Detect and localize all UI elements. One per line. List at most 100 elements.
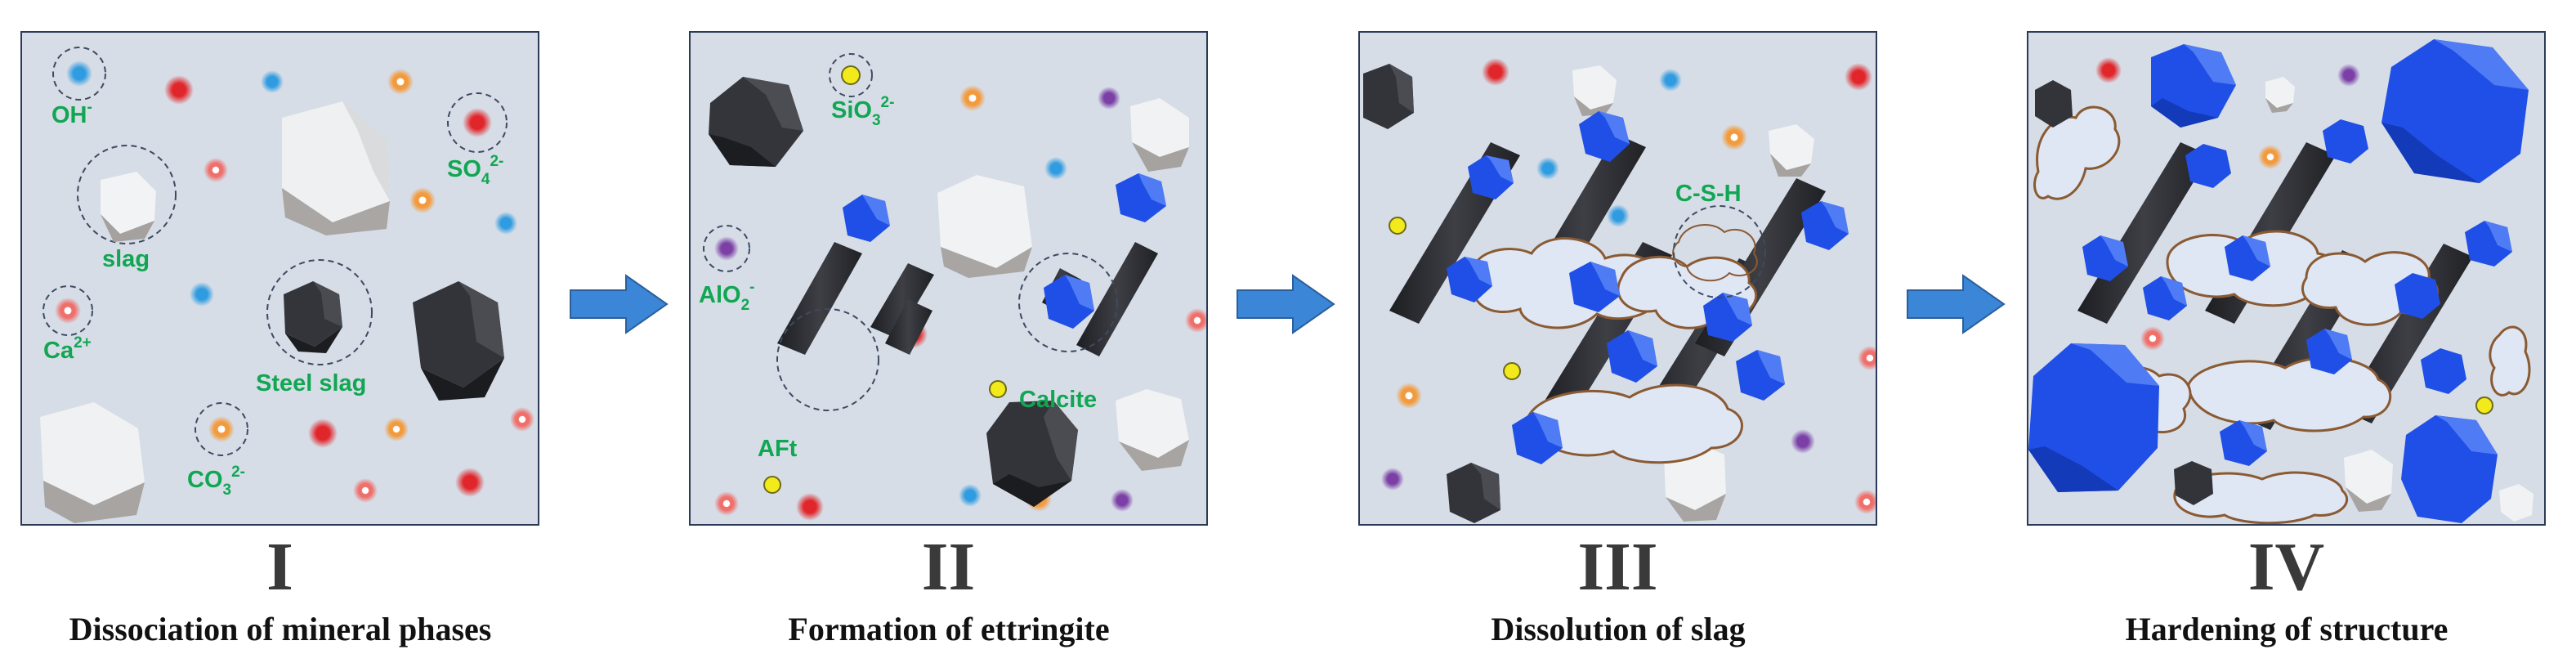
ion-purple [1791, 429, 1815, 454]
stage-2-scene: SiO32- AlO2- AFt Calcite [699, 53, 1206, 521]
crystal-icon [1044, 275, 1094, 329]
ion-pink [353, 478, 378, 503]
crystal-icon [1116, 173, 1166, 222]
ion-orange [409, 187, 436, 213]
stage-1-caption: Dissociation of mineral phases [69, 611, 492, 647]
steel-slag-crystal [2174, 461, 2213, 505]
ion-purple [1111, 489, 1134, 512]
ion-yellow [1389, 217, 1407, 235]
steel-slag-crystal [709, 77, 803, 167]
panel-stage-3: C-S-H [1358, 31, 1877, 526]
label-alo2: AlO2- [699, 279, 754, 314]
gel-cloud-icon [1672, 224, 1758, 282]
slag-crystal [282, 101, 390, 235]
ion-blue [1536, 157, 1559, 180]
stage-1-numeral: I [266, 529, 293, 605]
label-csh: C-S-H [1675, 181, 1742, 207]
label-so4: SO42- [447, 153, 503, 188]
ion-orange [2258, 145, 2283, 169]
ion-sio3 [841, 65, 861, 85]
ion-pink [1185, 308, 1206, 333]
ion-orange [384, 417, 409, 441]
crystal-icon [2082, 235, 2128, 281]
steel-slag-crystal [1447, 463, 1500, 523]
steel-slag-crystal [986, 401, 1078, 507]
ion-so4 [463, 108, 492, 137]
crystal-icon [2306, 329, 2352, 374]
slag-crystal [2499, 484, 2534, 522]
stage-3-numeral: III [1577, 529, 1658, 605]
crystal-icon [2028, 343, 2159, 492]
ion-yellow [1503, 362, 1521, 380]
ion-pink [714, 491, 739, 516]
crystal-icon [2323, 119, 2368, 164]
stage-3-scene: C-S-H [1363, 58, 1876, 523]
ion-blue [1044, 157, 1067, 180]
panel-stage-2: SiO32- AlO2- AFt Calcite [689, 31, 1208, 526]
ion-purple [2337, 64, 2360, 87]
slag-crystal [2265, 77, 2295, 113]
crystal-icon [2151, 44, 2236, 128]
gel-cloud-icon [2033, 105, 2531, 524]
ion-yellow [763, 476, 781, 494]
ion-red [308, 419, 338, 448]
slag-crystal [101, 172, 156, 242]
ion-oh [66, 60, 92, 87]
ion-yellow [989, 380, 1007, 398]
crystal-icon [2220, 420, 2267, 466]
ion-orange [1396, 383, 1422, 409]
ion-blue [1659, 69, 1682, 92]
stage-1-scene: OH- SO42- slag Ca2+ Steel slag CO32- [40, 47, 534, 523]
slag-crystal [1572, 65, 1617, 116]
crystal-icon [1607, 330, 1657, 383]
ion-orange [1721, 124, 1747, 150]
crystal-icon [843, 195, 890, 242]
panel-stage-4 [2027, 31, 2546, 526]
label-oh: OH- [51, 99, 92, 128]
slag-crystal [2344, 450, 2393, 512]
ion-orange [387, 69, 414, 95]
label-steel-slag: Steel slag [256, 370, 366, 396]
crystal-icon [2381, 39, 2529, 183]
arrow-right-icon [1237, 274, 1335, 334]
ion-pink [2140, 326, 2165, 351]
crystal-icon [1579, 111, 1630, 162]
arrow-right-icon [1907, 274, 2006, 334]
crystal-icon [1512, 412, 1563, 464]
aft-rod [885, 299, 932, 355]
crystal-icon [1703, 293, 1752, 342]
stage-2-numeral: II [921, 529, 976, 605]
ion-alo2 [714, 236, 739, 261]
crystal-icon [2421, 348, 2466, 394]
stage-4-caption: Hardening of structure [2125, 611, 2449, 647]
steel-slag-crystal [413, 281, 504, 401]
crystal-icon [1569, 262, 1620, 312]
ion-blue [494, 212, 517, 235]
slag-crystal [40, 402, 145, 523]
panel-stage-1: OH- SO42- slag Ca2+ Steel slag CO32- [20, 31, 539, 526]
crystal-icon [2143, 276, 2187, 320]
ion-yellow [2475, 396, 2493, 414]
slag-crystal [1116, 389, 1189, 471]
ion-red [796, 493, 824, 521]
crystal-icon [2185, 144, 2231, 188]
ion-red [164, 75, 194, 105]
ion-purple [1098, 87, 1120, 110]
label-ca: Ca2+ [43, 334, 92, 364]
ion-blue [261, 70, 284, 93]
stage-4-numeral: IV [2247, 529, 2325, 605]
ion-ca [55, 298, 81, 324]
label-aft: AFt [758, 436, 798, 462]
slag-crystal [937, 175, 1032, 278]
aft-rod [777, 242, 862, 355]
aft-rod [870, 263, 934, 338]
ion-red [1845, 63, 1872, 91]
slag-crystal [1769, 124, 1814, 177]
crystal-icon [2395, 273, 2440, 319]
crystal-icon [2225, 235, 2270, 281]
ion-red [2095, 57, 2122, 83]
label-sio3: SiO32- [831, 94, 894, 129]
stage-2-caption: Formation of ettringite [788, 611, 1110, 647]
ion-co3 [208, 416, 235, 442]
